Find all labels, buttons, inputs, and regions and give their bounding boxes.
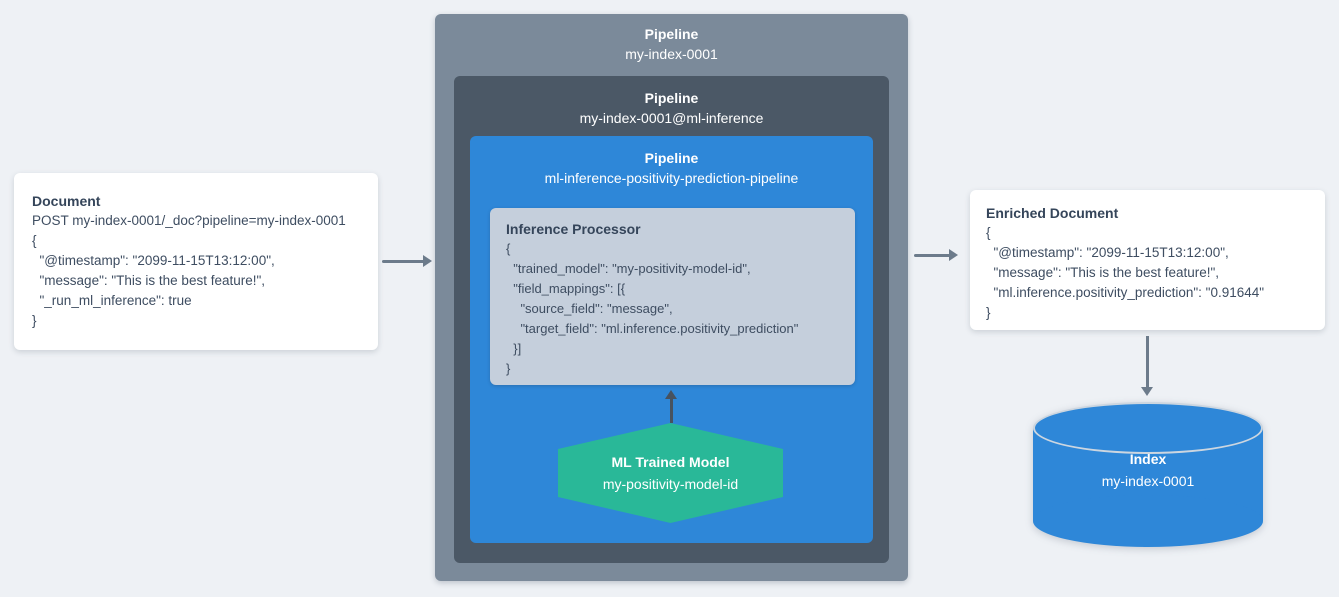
document-code-line: }: [32, 313, 37, 328]
index-title: Index: [1129, 451, 1167, 467]
processor-code-line: "field_mappings": [{: [506, 281, 626, 296]
processor-code-line: }: [506, 361, 511, 376]
index-label: Index my-index-0001: [1033, 448, 1263, 492]
pipeline-inner-header: Pipeline ml-inference-positivity-predict…: [470, 136, 873, 188]
arrow-pipeline-to-enriched: [914, 249, 958, 261]
arrow-model-to-processor: [665, 390, 678, 423]
enriched-code-line: "@timestamp": "2099-11-15T13:12:00",: [986, 245, 1229, 260]
enriched-document-title: Enriched Document: [986, 205, 1119, 221]
arrow-shaft: [382, 260, 425, 263]
document-code-line: "message": "This is the best feature!",: [32, 273, 266, 288]
enriched-code-line: "ml.inference.positivity_prediction": "0…: [986, 285, 1265, 300]
pipeline-middle-title: Pipeline: [644, 90, 699, 106]
document-code-line: "@timestamp": "2099-11-15T13:12:00",: [32, 253, 275, 268]
pipeline-inner-title: Pipeline: [644, 150, 699, 166]
pipeline-middle-box: Pipeline my-index-0001@ml-inference Pipe…: [454, 76, 889, 563]
pipeline-outer-name: my-index-0001: [625, 46, 718, 62]
processor-code-line: "source_field": "message",: [506, 301, 673, 316]
arrow-shaft: [1146, 336, 1149, 388]
cylinder-top-face: [1033, 402, 1263, 454]
pipeline-outer-box: Pipeline my-index-0001 Pipeline my-index…: [435, 14, 908, 581]
inference-processor-title: Inference Processor: [506, 221, 641, 237]
pipeline-inner-name: ml-inference-positivity-prediction-pipel…: [544, 170, 799, 186]
document-card: Document POST my-index-0001/_doc?pipelin…: [14, 173, 378, 350]
arrow-document-to-pipeline: [382, 255, 432, 267]
processor-code-line: }]: [506, 341, 522, 356]
enriched-code-line: {: [986, 225, 991, 240]
pipeline-outer-title: Pipeline: [644, 26, 699, 42]
ml-trained-model-hexagon: ML Trained Model my-positivity-model-id: [558, 423, 783, 523]
enriched-code-line: "message": "This is the best feature!",: [986, 265, 1220, 280]
inference-processor-card: Inference Processor { "trained_model": "…: [490, 208, 855, 385]
processor-code-line: {: [506, 241, 511, 256]
document-code-line: POST my-index-0001/_doc?pipeline=my-inde…: [32, 213, 346, 228]
processor-code-line: "trained_model": "my-positivity-model-id…: [506, 261, 751, 276]
ml-model-title: ML Trained Model: [611, 454, 730, 470]
arrowhead-up-icon: [665, 390, 677, 399]
processor-code-line: "target_field": "ml.inference.positivity…: [506, 321, 799, 336]
arrow-shaft: [914, 254, 951, 257]
index-cylinder: Index my-index-0001: [1033, 402, 1263, 547]
pipeline-middle-header: Pipeline my-index-0001@ml-inference: [454, 76, 889, 128]
arrowhead-down-icon: [1141, 387, 1153, 396]
document-code-line: {: [32, 233, 37, 248]
arrowhead-right-icon: [949, 249, 958, 261]
pipeline-middle-name: my-index-0001@ml-inference: [579, 110, 764, 126]
index-name: my-index-0001: [1101, 473, 1195, 489]
cylinder-bottom-face: [1033, 495, 1263, 547]
document-code-line: "_run_ml_inference": true: [32, 293, 192, 308]
pipeline-inner-box: Pipeline ml-inference-positivity-predict…: [470, 136, 873, 543]
document-card-title: Document: [32, 193, 101, 209]
pipeline-outer-header: Pipeline my-index-0001: [435, 14, 908, 64]
arrow-enriched-to-index: [1141, 336, 1154, 396]
ml-model-name: my-positivity-model-id: [602, 476, 739, 492]
enriched-code-line: }: [986, 305, 991, 320]
enriched-document-card: Enriched Document { "@timestamp": "2099-…: [970, 190, 1325, 330]
arrowhead-right-icon: [423, 255, 432, 267]
arrow-shaft: [670, 396, 673, 423]
